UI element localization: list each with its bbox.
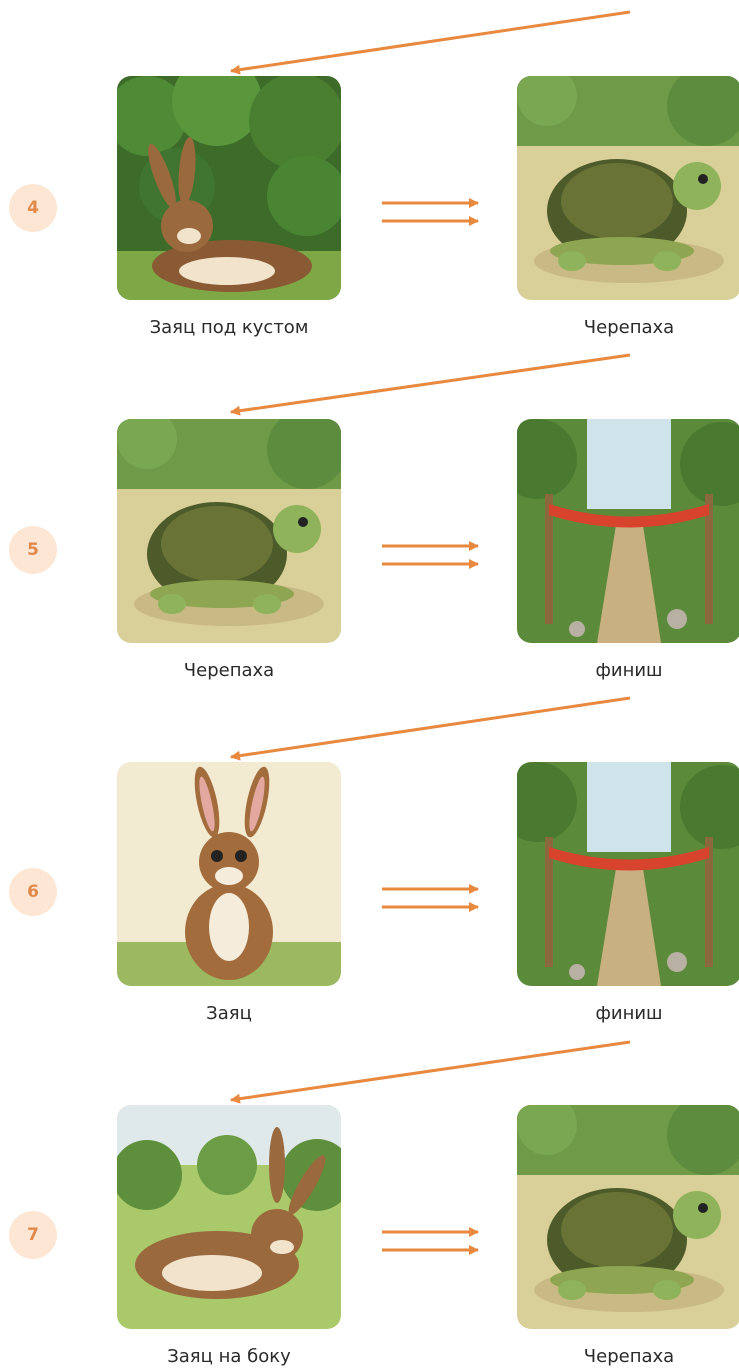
double-arrow-7	[382, 1232, 478, 1250]
step-number-4: 4	[9, 184, 57, 232]
card-turtle-4[interactable]	[517, 76, 739, 300]
double-arrow-4	[382, 203, 478, 221]
caption-finish-5: финиш	[517, 660, 739, 681]
caption-turtle-5: Черепаха	[117, 660, 341, 681]
connector-arrow-4	[231, 12, 630, 71]
caption-hare-on-side: Заяц на боку	[117, 1346, 341, 1367]
caption-hare-sitting: Заяц	[117, 1003, 341, 1024]
turtle-illustration	[517, 76, 739, 300]
caption-hare-under-bush: Заяц под кустом	[117, 317, 341, 338]
step-number-7: 7	[9, 1211, 57, 1259]
card-finish-6[interactable]	[517, 762, 739, 986]
finish-line-illustration	[517, 762, 739, 986]
hare-under-bush-illustration	[117, 76, 341, 300]
hare-sitting-illustration	[117, 762, 341, 986]
finish-line-illustration	[517, 419, 739, 643]
card-hare-sitting[interactable]	[117, 762, 341, 986]
card-hare-under-bush[interactable]	[117, 76, 341, 300]
card-turtle-5[interactable]	[117, 419, 341, 643]
connector-arrow-6	[231, 698, 630, 757]
hare-lying-in-meadow-illustration	[117, 1105, 341, 1329]
caption-finish-6: финиш	[517, 1003, 739, 1024]
turtle-illustration	[517, 1105, 739, 1329]
card-turtle-7[interactable]	[517, 1105, 739, 1329]
card-hare-on-side[interactable]	[117, 1105, 341, 1329]
connector-arrow-7	[231, 1042, 630, 1100]
step-number-6: 6	[9, 868, 57, 916]
card-finish-5[interactable]	[517, 419, 739, 643]
caption-turtle-7: Черепаха	[517, 1346, 739, 1367]
double-arrow-6	[382, 889, 478, 907]
connector-arrow-5	[231, 355, 630, 412]
step-number-5: 5	[9, 526, 57, 574]
caption-turtle-4: Черепаха	[517, 317, 739, 338]
double-arrow-5	[382, 546, 478, 564]
turtle-illustration	[117, 419, 341, 643]
